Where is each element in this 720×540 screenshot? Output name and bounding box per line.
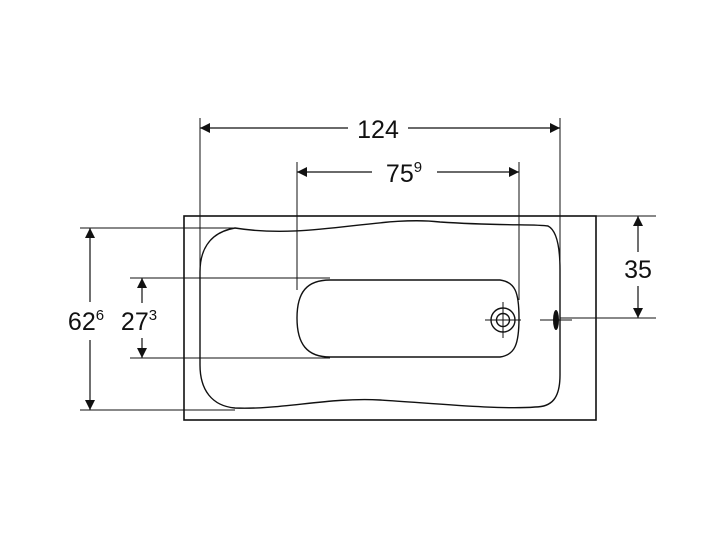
- label-inner-width: 273: [121, 307, 157, 336]
- dimension-overall-width: 626: [68, 227, 235, 411]
- label-overall-length: 124: [357, 116, 399, 144]
- dimension-inner-length: 759: [296, 159, 520, 300]
- label-inner-length: 759: [386, 159, 422, 188]
- bathtub-inner-basin: [199, 220, 561, 409]
- bathtub-bottom-area: [296, 279, 520, 358]
- label-overall-width: 626: [68, 307, 104, 336]
- overflow-icon: [540, 310, 572, 330]
- drain-icon: [485, 302, 521, 338]
- dimension-drain-offset: 35: [596, 215, 656, 318]
- dimension-inner-width: 273: [121, 277, 330, 359]
- label-drain-offset: 35: [624, 256, 652, 284]
- dimension-overall-length: 124: [199, 116, 561, 287]
